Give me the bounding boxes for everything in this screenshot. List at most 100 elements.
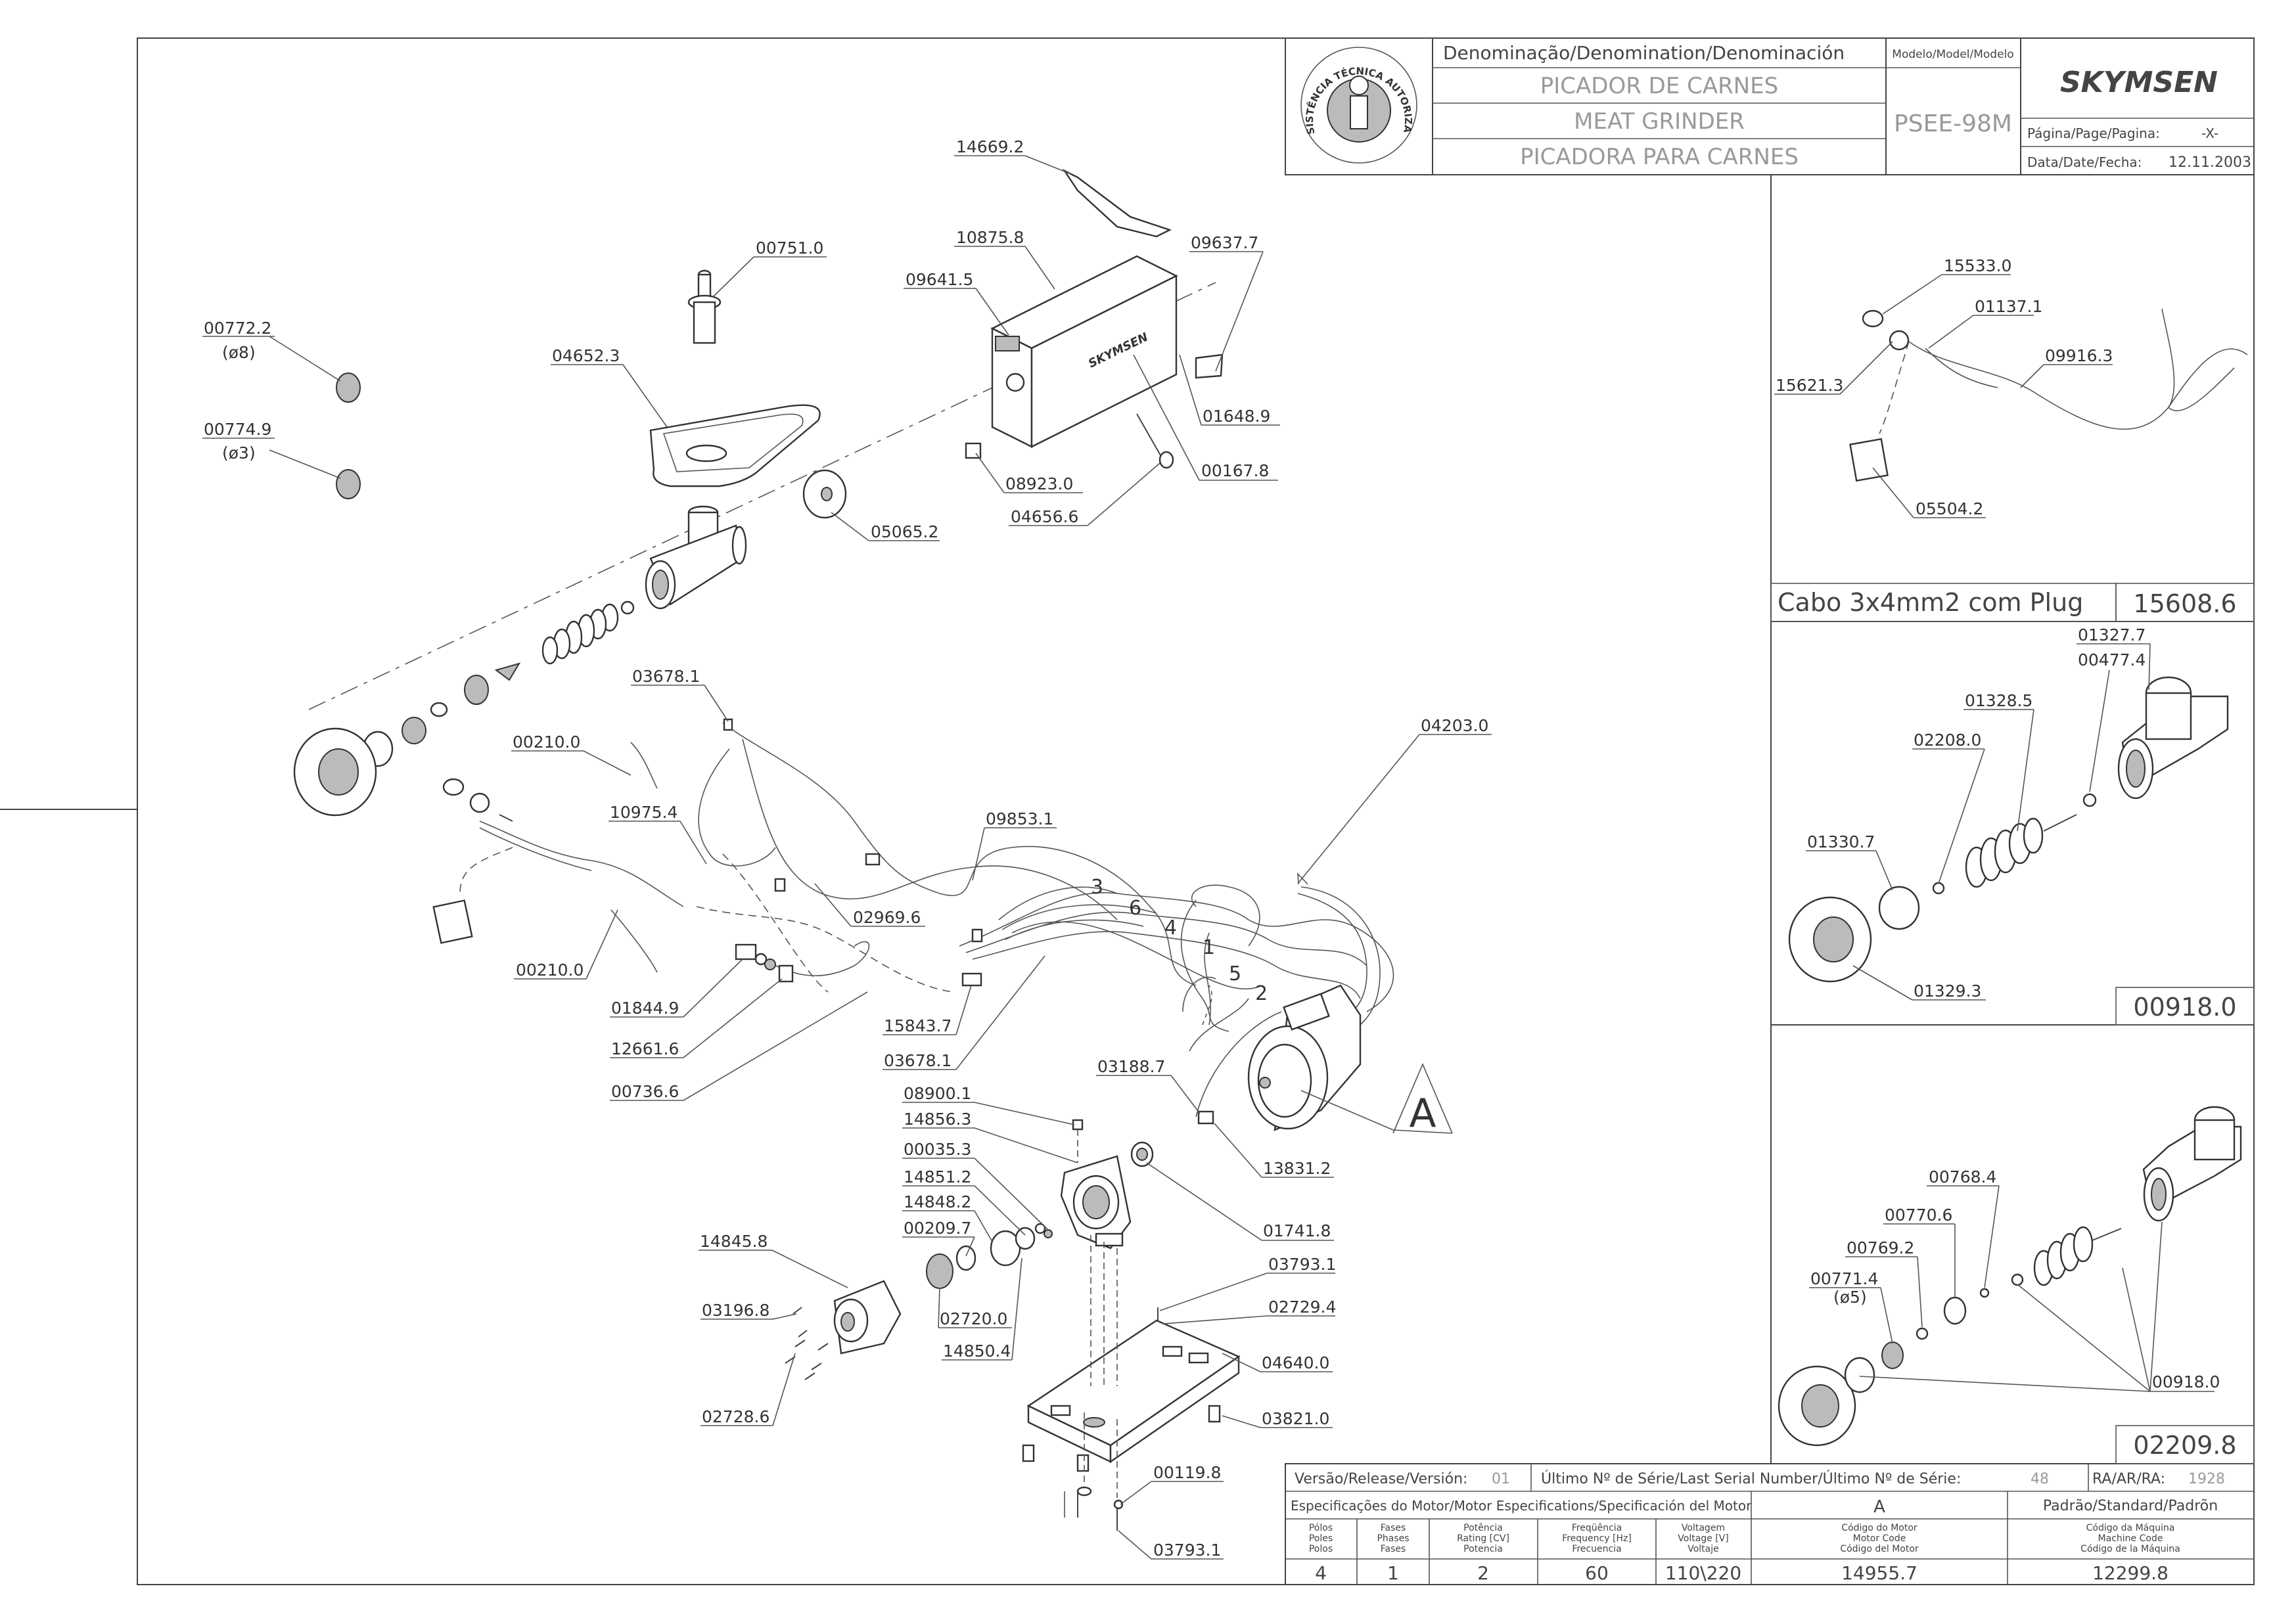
label-00770-6: 00770.6 [1885,1206,1952,1225]
hdr-rating-2: Rating [CV] [1457,1533,1509,1544]
label-09637-7: 09637.7 [1191,233,1258,252]
hdr-freq-3: Frecuencia [1572,1544,1621,1554]
base-plate [1022,1319,1241,1472]
hdr-poles-3: Polos [1309,1544,1333,1554]
label-04640-0: 04640.0 [1262,1353,1329,1372]
label-01648-9: 01648.9 [1203,407,1270,426]
page-label: Página/Page/Pagina: [2027,125,2160,141]
val-voltage: 110\220 [1665,1562,1741,1584]
val-poles: 4 [1315,1562,1327,1584]
name-es: PICADORA PARA CARNES [1520,144,1799,170]
label-03188-7: 03188.7 [1097,1057,1165,1076]
version-value: 01 [1492,1471,1510,1487]
label-03793-1b: 03793.1 [1153,1541,1221,1560]
food-pusher [687,269,722,344]
serial-value: 48 [2031,1471,2049,1487]
hdr-phases-3: Fases [1381,1544,1406,1554]
wire-number-6: 6 [1129,897,1141,920]
label-03678-1b: 03678.1 [884,1051,952,1070]
label-03196-8: 03196.8 [702,1301,769,1320]
label-00167-8: 00167.8 [1201,461,1269,480]
hdr-rating-1: Potência [1463,1523,1503,1533]
hdr-motor-3: Código del Motor [1840,1544,1919,1554]
ra-value: 1928 [2188,1471,2225,1487]
gear-cover [833,1280,902,1355]
label-00774-9-sub: (ø3) [222,443,256,462]
label-10875-8: 10875.8 [956,228,1024,247]
hdr-volt-2: Voltage [V] [1678,1533,1728,1544]
label-00119-8: 00119.8 [1153,1463,1221,1482]
val-rating: 2 [1477,1562,1489,1584]
label-14850-4: 14850.4 [943,1342,1011,1361]
wire-numbers: 3 6 4 1 5 2 [1091,876,1268,1005]
page-value: -X- [2201,125,2218,141]
val-motor-code: 14955.7 [1841,1562,1917,1584]
label-00210-0b: 00210.0 [516,960,584,980]
label-00769-2: 00769.2 [1847,1238,1914,1257]
serial-label: Último Nº de Série/Last Serial Number/Úl… [1541,1470,1961,1487]
label-01330-7: 01330.7 [1807,832,1875,851]
kit2-code: 02209.8 [2133,1431,2236,1460]
label-00771-4-sub: (ø5) [1833,1288,1867,1307]
label-01137-1: 01137.1 [1975,297,2042,316]
label-02208-0: 02208.0 [1914,731,1981,750]
label-08900-1: 08900.1 [904,1084,971,1103]
hdr-rating-3: Potencia [1463,1544,1503,1554]
label-02729-4: 02729.4 [1268,1297,1336,1317]
hdr-freq-1: Freqüência [1572,1523,1622,1533]
motor-letter: A [1409,1091,1436,1137]
label-00477-4: 00477.4 [2078,650,2146,669]
label-03793-1a: 03793.1 [1268,1255,1336,1274]
knife-and-plate [362,662,521,767]
model-header: Modelo/Model/Modelo [1892,48,2013,61]
cable-code: 15608.6 [2133,589,2236,618]
label-00771-4: 00771.4 [1810,1269,1878,1288]
label-00751-0: 00751.0 [756,238,823,258]
label-01329-3: 01329.3 [1914,981,1981,1001]
label-04203-0: 04203.0 [1421,716,1488,735]
label-04656-6: 04656.6 [1011,507,1078,526]
spec-values-row: 4 1 2 60 110\220 14955.7 12299.8 [1315,1562,2169,1584]
svg-text:ASSISTÊNCIA TÉCNICA AUTORIZADA: ASSISTÊNCIA TÉCNICA AUTORIZADA [0,0,1414,135]
label-00768-4: 00768.4 [1929,1167,1996,1186]
hdr-freq-2: Frequency [Hz] [1562,1533,1632,1544]
label-15533-0: 15533.0 [1944,256,2011,275]
label-00774-9: 00774.9 [204,420,271,439]
label-09916-3: 09916.3 [2045,346,2113,365]
hdr-motor-1: Código do Motor [1841,1523,1917,1533]
label-14669-2: 14669.2 [956,137,1024,156]
kit-00918-panel: 00918.0 01327.7 00477.4 01328.5 02208.0 … [1788,625,2255,1026]
feed-tray [649,404,821,487]
label-14851-2: 14851.2 [904,1167,971,1186]
wire-number-5: 5 [1229,962,1241,985]
authorized-service-seal: ASSISTÊNCIA TÉCNICA AUTORIZADA [0,0,1417,164]
denomination-header: Denominação/Denomination/Denominación [1443,42,1845,64]
worm-screw-kit2 [2033,1226,2122,1286]
wire-number-4: 4 [1164,916,1177,939]
label-02969-6: 02969.6 [853,908,921,927]
label-09853-1: 09853.1 [986,809,1053,828]
version-label: Versão/Release/Versión: [1295,1471,1467,1487]
label-02728-6: 02728.6 [702,1407,769,1426]
label-00210-0a: 00210.0 [513,733,580,752]
label-05065-2: 05065.2 [871,522,938,541]
hdr-machine-3: Código de la Máquina [2080,1544,2180,1554]
kit-02209-panel: 02209.8 00768.4 00770.6 00769.2 00771.4 … [1778,1106,2255,1464]
hdr-phases-2: Phases [1377,1533,1409,1544]
val-frequency: 60 [1585,1562,1609,1584]
name-en: MEAT GRINDER [1574,108,1745,135]
label-00772-2-sub: (ø8) [222,343,256,362]
hdr-phases-1: Fases [1381,1523,1406,1533]
plate-8mm [336,372,361,403]
label-02720-0: 02720.0 [940,1309,1007,1328]
label-01741-8: 01741.8 [1263,1221,1331,1240]
date-label: Data/Date/Fecha: [2027,154,2142,170]
wire-number-3: 3 [1091,876,1103,899]
motor-cover-box: SKYMSEN [965,168,1224,469]
label-10975-4: 10975.4 [610,803,677,822]
title-block: Denominação/Denomination/Denominación PI… [0,0,2255,175]
name-pt: PICADOR DE CARNES [1540,73,1779,99]
spec-column-headers: Pólos Poles Polos Fases Phases Fases Pot… [1309,1523,2180,1554]
label-00209-7: 00209.7 [904,1219,971,1238]
